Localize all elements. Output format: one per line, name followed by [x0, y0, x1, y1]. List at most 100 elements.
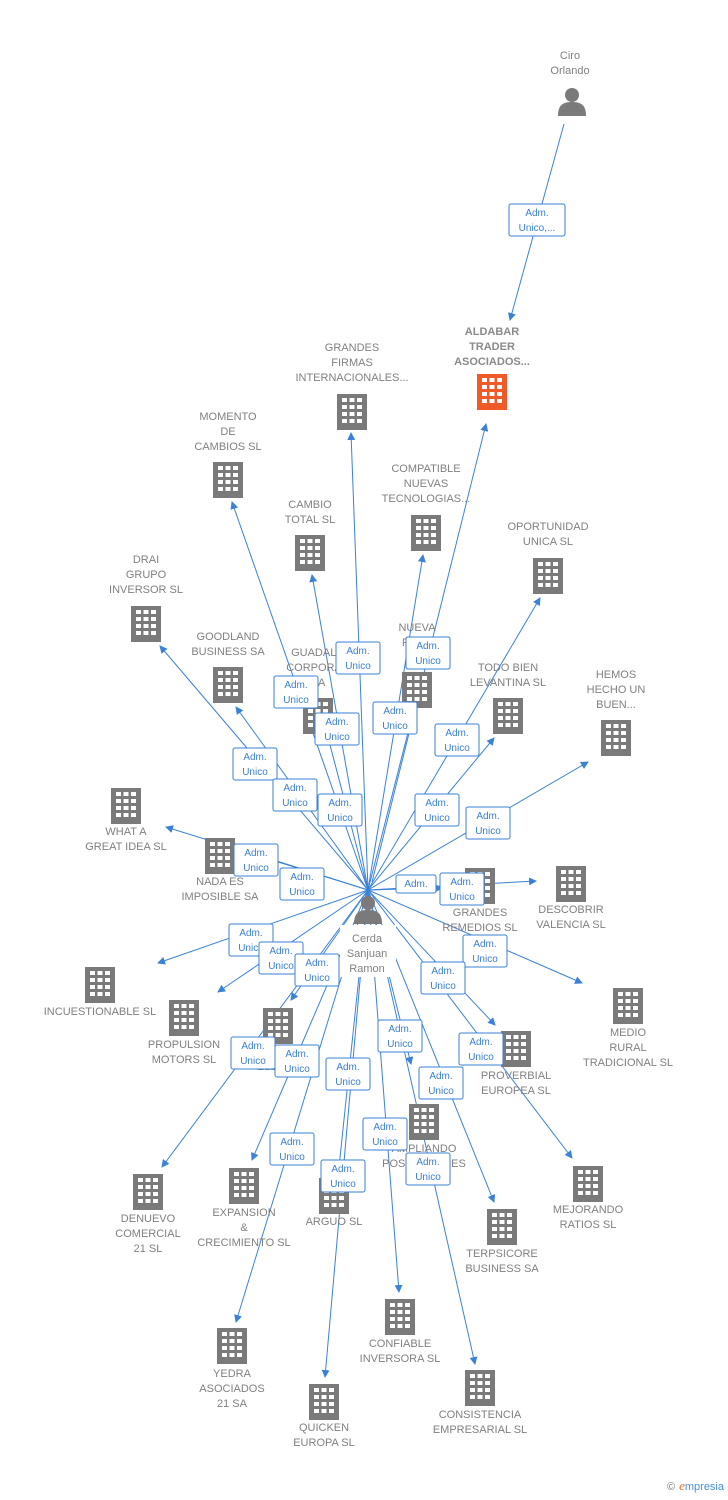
- edge-label-compatible-nuevas[interactable]: Adm.Unico: [405, 636, 451, 670]
- edge-label-text: Adm.: [416, 641, 439, 652]
- edge-label-yedra[interactable]: Adm.Unico: [269, 1132, 315, 1166]
- edge-label-what-a-great[interactable]: Adm.Unico: [233, 843, 279, 877]
- edge-label-goodland[interactable]: Adm.Unico: [272, 778, 318, 812]
- company-node-incuestionable[interactable]: INCUESTIONABLE SL: [44, 967, 156, 1018]
- edge-label-nueva-presencia[interactable]: Adm.Unico: [372, 701, 418, 735]
- edge-label-ampliando[interactable]: Adm.Unico: [377, 1019, 423, 1053]
- edge-label-text: Adm.: [336, 1062, 359, 1073]
- edge-hub-to-nueva-presencia: [367, 704, 418, 891]
- company-node-arguo[interactable]: ARGUO SL: [306, 1178, 363, 1228]
- credit[interactable]: ©empresia: [667, 1478, 724, 1494]
- building-icon: [601, 720, 631, 756]
- edge-label-drai-grupo[interactable]: Adm.Unico: [232, 747, 278, 781]
- edge-label-descobrir[interactable]: Adm.Unico: [439, 872, 485, 906]
- edge-label-oportunidad-unica[interactable]: Adm.Unico: [434, 723, 480, 757]
- building-icon: [213, 462, 243, 498]
- edge-label-consistencia[interactable]: Adm.Unico: [405, 1152, 451, 1186]
- edge-label-quicken[interactable]: Adm.Unico: [320, 1159, 366, 1193]
- building-icon: [85, 967, 115, 1003]
- building-icon: [477, 374, 507, 410]
- edge-label-text: Unico: [475, 826, 501, 837]
- hub-label-bg: [340, 925, 396, 977]
- edge-label-text: Unico: [424, 813, 450, 824]
- building-icon: [213, 667, 243, 703]
- edge-label-expansion[interactable]: Adm.Unico: [274, 1044, 320, 1078]
- edge-label-text: Adm.: [280, 1137, 303, 1148]
- edge-label-text: Adm.: [325, 717, 348, 728]
- edge-label-ciro[interactable]: Adm.Unico,...: [508, 203, 566, 237]
- edge-label-todo-bien[interactable]: Adm.Unico: [414, 793, 460, 827]
- edge-label-hemos-hecho[interactable]: Adm.Unico: [465, 806, 511, 840]
- edge-label-arguo[interactable]: Adm.Unico: [325, 1057, 371, 1091]
- edge-layer: [157, 123, 589, 1378]
- edge-label-text: Adm.: [305, 958, 328, 969]
- edge-label-denuevo[interactable]: Adm.Unico: [230, 1036, 276, 1070]
- edge-label-grandes-remedios[interactable]: Adm.: [395, 874, 437, 894]
- edge-label-grandes-firmas[interactable]: Adm.Unico: [335, 641, 381, 675]
- edge-label-text: Unico: [444, 743, 470, 754]
- edge-label-cambio-total[interactable]: Adm. Unico: [314, 712, 360, 746]
- edge-label-medio-rural[interactable]: Adm. Unico: [462, 934, 508, 968]
- edge-label-confiable[interactable]: Adm.Unico: [362, 1117, 408, 1151]
- company-node-expansion[interactable]: EXPANSION&CRECIMIENTO SL: [197, 1168, 291, 1249]
- edge-label-proverbial[interactable]: Adm.Unico: [420, 961, 466, 995]
- edge-label-text: Unico: [284, 1064, 310, 1075]
- edge-label-text: Unico: [324, 732, 350, 743]
- edge-label-momento-de-cambios[interactable]: Adm.Unico: [273, 675, 319, 709]
- edge-label-text: Adm.: [431, 966, 454, 977]
- edge-label-elevan[interactable]: Adm.Unico: [294, 953, 340, 987]
- edge-label-text: Adm.: [346, 646, 369, 657]
- edge-label-text: Adm.: [429, 1071, 452, 1082]
- edge-label-mejorando[interactable]: Adm.Unico: [458, 1032, 504, 1066]
- edge-label-text: Unico: [415, 1172, 441, 1183]
- edge-label-text: Adm.: [373, 1122, 396, 1133]
- edge-label-text: Unico: [238, 943, 264, 954]
- edge-label-text: Adm.: [473, 939, 496, 950]
- edge-label-text: Unico: [472, 954, 498, 965]
- building-icon: [556, 866, 586, 902]
- edge-label-text: Adm.: [243, 752, 266, 763]
- building-icon: [217, 1328, 247, 1364]
- edge-label-guadalope[interactable]: Adm.Unico: [317, 793, 363, 827]
- edge-label-nada-es-imposible[interactable]: Adm.Unico: [279, 867, 325, 901]
- edge-label-text: Adm.: [290, 872, 313, 883]
- company-name: EXPANSION&CRECIMIENTO SL: [197, 1207, 290, 1249]
- edge-label-terpsicore[interactable]: Adm.Unico: [418, 1066, 464, 1100]
